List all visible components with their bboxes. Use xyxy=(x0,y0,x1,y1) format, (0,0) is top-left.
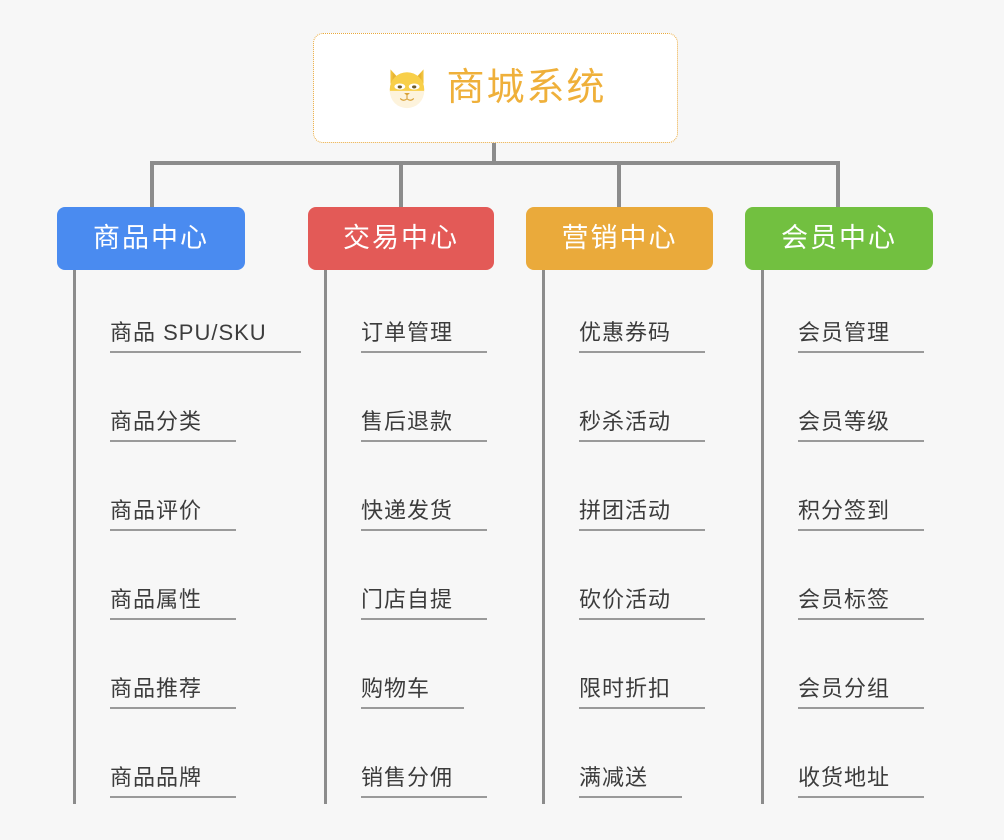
leaf-label: 满减送 xyxy=(579,765,683,798)
leaf-label: 秒杀活动 xyxy=(579,409,706,442)
leaf-label: 会员等级 xyxy=(798,409,925,442)
column-marketing-center: 营销中心 优惠券码 秒杀活动 拼团活动 砍价活动 限时折扣 满减送 xyxy=(526,207,713,804)
leaf-item[interactable]: 限时折扣 xyxy=(545,626,713,715)
connector-drop-1 xyxy=(150,161,154,208)
leaf-label: 会员分组 xyxy=(798,676,925,709)
leaf-label: 商品评价 xyxy=(110,498,237,531)
connector-drop-4 xyxy=(836,161,840,208)
leaf-label: 商品属性 xyxy=(110,587,237,620)
column-product-center: 商品中心 商品 SPU/SKU 商品分类 商品评价 商品属性 商品推荐 商品品牌 xyxy=(57,207,301,804)
leaf-label: 快递发货 xyxy=(361,498,488,531)
leaf-label: 拼团活动 xyxy=(579,498,706,531)
leaf-item[interactable]: 购物车 xyxy=(327,626,494,715)
connector-horizontal-bar xyxy=(150,161,840,165)
category-label: 商品中心 xyxy=(93,223,209,253)
category-node-trade-center[interactable]: 交易中心 xyxy=(308,207,494,270)
leaf-item[interactable]: 商品品牌 xyxy=(76,715,245,804)
leaf-item[interactable]: 秒杀活动 xyxy=(545,359,713,448)
leaf-item[interactable]: 砍价活动 xyxy=(545,537,713,626)
leaf-label: 购物车 xyxy=(361,676,465,709)
leaf-item[interactable]: 收货地址 xyxy=(764,715,933,804)
leaf-label: 门店自提 xyxy=(361,587,488,620)
root-title: 商城系统 xyxy=(446,67,607,109)
connector-drop-3 xyxy=(617,161,621,208)
leaf-item[interactable]: 拼团活动 xyxy=(545,448,713,537)
leaf-item[interactable]: 会员分组 xyxy=(764,626,933,715)
leaf-item[interactable]: 商品分类 xyxy=(76,359,245,448)
leaf-item[interactable]: 商品评价 xyxy=(76,448,245,537)
leaf-label: 商品品牌 xyxy=(110,765,237,798)
leaf-group-marketing-center: 优惠券码 秒杀活动 拼团活动 砍价活动 限时折扣 满减送 xyxy=(542,270,713,804)
leaf-label: 收货地址 xyxy=(798,765,925,798)
leaf-label: 商品分类 xyxy=(110,409,237,442)
leaf-label: 销售分佣 xyxy=(361,765,488,798)
leaf-label: 订单管理 xyxy=(361,320,488,353)
leaf-item[interactable]: 会员管理 xyxy=(764,270,933,359)
root-node[interactable]: 商城系统 xyxy=(313,33,678,143)
leaf-group-trade-center: 订单管理 售后退款 快递发货 门店自提 购物车 销售分佣 xyxy=(324,270,494,804)
connector-root-stem xyxy=(492,143,496,163)
leaf-item[interactable]: 订单管理 xyxy=(327,270,494,359)
leaf-item[interactable]: 积分签到 xyxy=(764,448,933,537)
leaf-label: 会员管理 xyxy=(798,320,925,353)
leaf-label: 限时折扣 xyxy=(579,676,706,709)
category-node-product-center[interactable]: 商品中心 xyxy=(57,207,245,270)
leaf-item[interactable]: 满减送 xyxy=(545,715,713,804)
leaf-label: 商品 SPU/SKU xyxy=(110,320,301,353)
leaf-label: 会员标签 xyxy=(798,587,925,620)
leaf-label: 售后退款 xyxy=(361,409,488,442)
leaf-item[interactable]: 销售分佣 xyxy=(327,715,494,804)
leaf-item[interactable]: 商品 SPU/SKU xyxy=(76,270,301,359)
category-label: 会员中心 xyxy=(781,223,897,253)
leaf-item[interactable]: 优惠券码 xyxy=(545,270,713,359)
leaf-label: 商品推荐 xyxy=(110,676,237,709)
category-node-member-center[interactable]: 会员中心 xyxy=(745,207,933,270)
leaf-group-product-center: 商品 SPU/SKU 商品分类 商品评价 商品属性 商品推荐 商品品牌 xyxy=(73,270,301,804)
leaf-item[interactable]: 商品属性 xyxy=(76,537,245,626)
category-label: 交易中心 xyxy=(343,223,459,253)
column-member-center: 会员中心 会员管理 会员等级 积分签到 会员标签 会员分组 收货地址 xyxy=(745,207,933,804)
leaf-label: 优惠券码 xyxy=(579,320,706,353)
leaf-item[interactable]: 快递发货 xyxy=(327,448,494,537)
leaf-group-member-center: 会员管理 会员等级 积分签到 会员标签 会员分组 收货地址 xyxy=(761,270,933,804)
category-node-marketing-center[interactable]: 营销中心 xyxy=(526,207,713,270)
connector-drop-2 xyxy=(399,161,403,208)
category-label: 营销中心 xyxy=(561,223,678,253)
leaf-item[interactable]: 门店自提 xyxy=(327,537,494,626)
leaf-item[interactable]: 会员等级 xyxy=(764,359,933,448)
leaf-label: 砍价活动 xyxy=(579,587,706,620)
leaf-label: 积分签到 xyxy=(798,498,925,531)
column-trade-center: 交易中心 订单管理 售后退款 快递发货 门店自提 购物车 销售分佣 xyxy=(308,207,494,804)
shiba-dog-icon xyxy=(390,69,425,109)
leaf-item[interactable]: 会员标签 xyxy=(764,537,933,626)
leaf-item[interactable]: 售后退款 xyxy=(327,359,494,448)
leaf-item[interactable]: 商品推荐 xyxy=(76,626,245,715)
